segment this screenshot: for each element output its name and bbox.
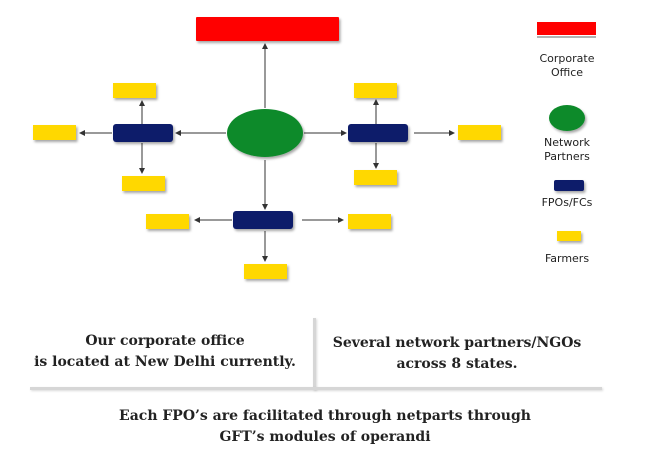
legend-network-label: Network Partners: [544, 136, 590, 163]
farmer-node: [244, 264, 287, 279]
network-partner-node: [227, 109, 303, 157]
legend-corporate-swatch: [537, 22, 596, 35]
farmer-node: [122, 176, 165, 191]
farmer-node: [113, 83, 156, 98]
network-diagram: [33, 17, 596, 279]
farmer-node: [348, 214, 391, 229]
farmer-node: [354, 170, 397, 185]
fpo-node-right: [348, 124, 408, 142]
legend-corporate-label: Corporate Office: [539, 52, 595, 79]
caption-facilitation: Each FPO’s are facilitated through netpa…: [119, 408, 531, 445]
legend: [537, 22, 596, 241]
connector-lines: [79, 43, 455, 262]
caption-divider-vertical: [313, 318, 316, 390]
farmer-node: [458, 125, 501, 140]
legend-fpo-swatch: [554, 180, 584, 191]
legend-farmer-label: Farmers: [544, 252, 590, 265]
caption-network-partners: Several network partners/NGOs across 8 s…: [332, 335, 582, 372]
fpo-node-left: [113, 124, 173, 142]
farmer-nodes: [33, 83, 501, 279]
corporate-office-node: [196, 17, 339, 41]
farmer-node: [146, 214, 189, 229]
legend-network-swatch: [549, 105, 585, 131]
farmer-node: [354, 83, 397, 98]
legend-farmer-swatch: [557, 231, 581, 241]
farmer-node: [33, 125, 76, 140]
fpo-node-bottom: [233, 211, 293, 229]
legend-fpo-label: FPOs/FCs: [541, 196, 593, 209]
caption-corporate-office: Our corporate office is located at New D…: [34, 333, 296, 370]
caption-divider-horizontal: [30, 387, 602, 390]
